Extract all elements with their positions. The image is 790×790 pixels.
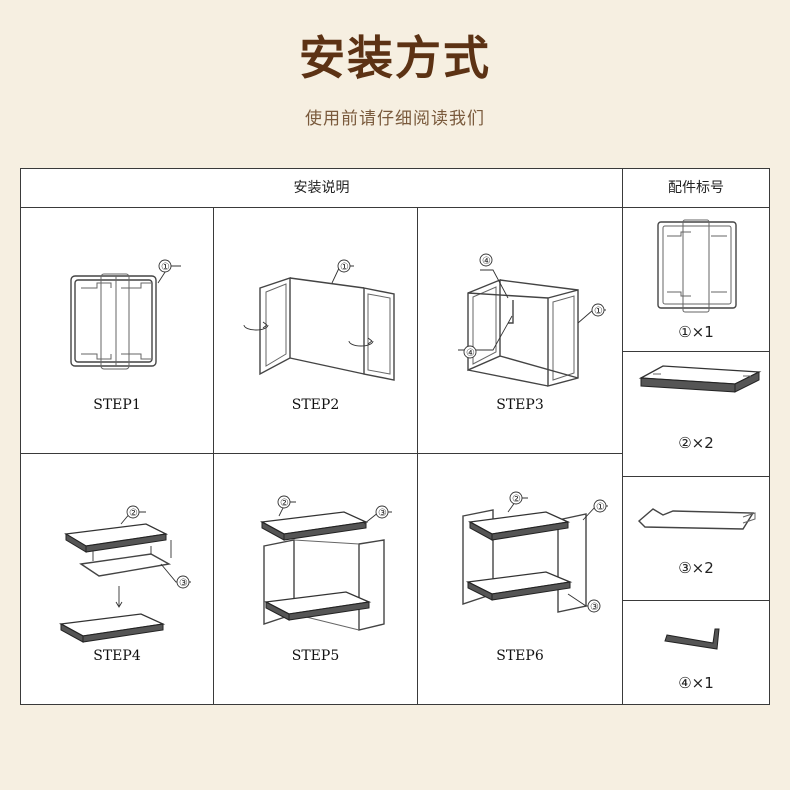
callout-2: ② (129, 508, 138, 519)
step-4-illustration: ② ③ (58, 505, 191, 643)
callout-3: ③ (179, 578, 188, 589)
part-label: ④×1 (678, 674, 714, 692)
page-subtitle: 使用前请仔细阅读我们 (305, 109, 485, 129)
part-label: ②×2 (678, 434, 714, 452)
instructions-header: 安装说明 (293, 180, 350, 196)
step-label: STEP6 (496, 648, 544, 664)
step-2-cell: ① STEP2 (214, 208, 417, 453)
part-divider-2 (623, 476, 769, 477)
page-title: 安装方式 (299, 31, 491, 85)
step-6-cell: ② ① ③ STEP6 (418, 454, 622, 704)
part-label: ①×1 (678, 323, 714, 341)
support-bar-icon (637, 508, 756, 530)
callout-4: ④ (466, 348, 475, 359)
part-1-cell: ①×1 (623, 208, 769, 351)
side-frame-icon (657, 219, 737, 313)
step-label: STEP5 (291, 648, 340, 664)
callout-3: ③ (378, 508, 387, 519)
callout-3: ③ (590, 602, 599, 613)
callout-2: ② (280, 498, 289, 509)
instruction-sheet: 安装说明 配件标号 ① STEP1 (20, 168, 770, 705)
step-divider-2 (417, 207, 418, 704)
callout-1: ① (161, 262, 170, 273)
step-label: STEP4 (93, 648, 141, 664)
part-3-cell: ③×2 (623, 477, 769, 600)
step-1-illustration: ① (70, 259, 181, 370)
step-3-cell: ④ ④ ① STEP3 (418, 208, 622, 453)
part-divider-3 (623, 600, 769, 601)
step-5-cell: ② ③ STEP5 (214, 454, 417, 704)
step-3-illustration: ④ ④ ① (458, 253, 606, 387)
row-divider (21, 453, 622, 454)
step-label: STEP1 (93, 397, 141, 413)
part-4-cell: ④×1 (623, 601, 769, 704)
callout-1: ① (340, 262, 349, 273)
header-divider (21, 207, 769, 208)
callout-1: ① (596, 502, 605, 513)
shelf-tray-icon (638, 365, 762, 393)
part-divider-1 (623, 351, 769, 352)
step-label: STEP3 (496, 397, 544, 413)
step-1-cell: ① STEP1 (21, 208, 213, 453)
part-2-cell: ②×2 (623, 352, 769, 476)
callout-2: ② (512, 494, 521, 505)
part-label: ③×2 (678, 559, 714, 577)
callout-4: ④ (482, 256, 491, 267)
step-2-illustration: ① (243, 259, 395, 381)
step-4-cell: ② ③ STEP4 (21, 454, 213, 704)
parts-header: 配件标号 (668, 180, 724, 196)
step-5-illustration: ② ③ (259, 495, 392, 631)
step-label: STEP2 (291, 397, 340, 413)
callout-1: ① (594, 306, 603, 317)
step-divider-1 (213, 207, 214, 704)
step-6-illustration: ② ① ③ (462, 491, 608, 613)
hex-key-icon (664, 628, 720, 650)
column-divider (622, 169, 623, 704)
